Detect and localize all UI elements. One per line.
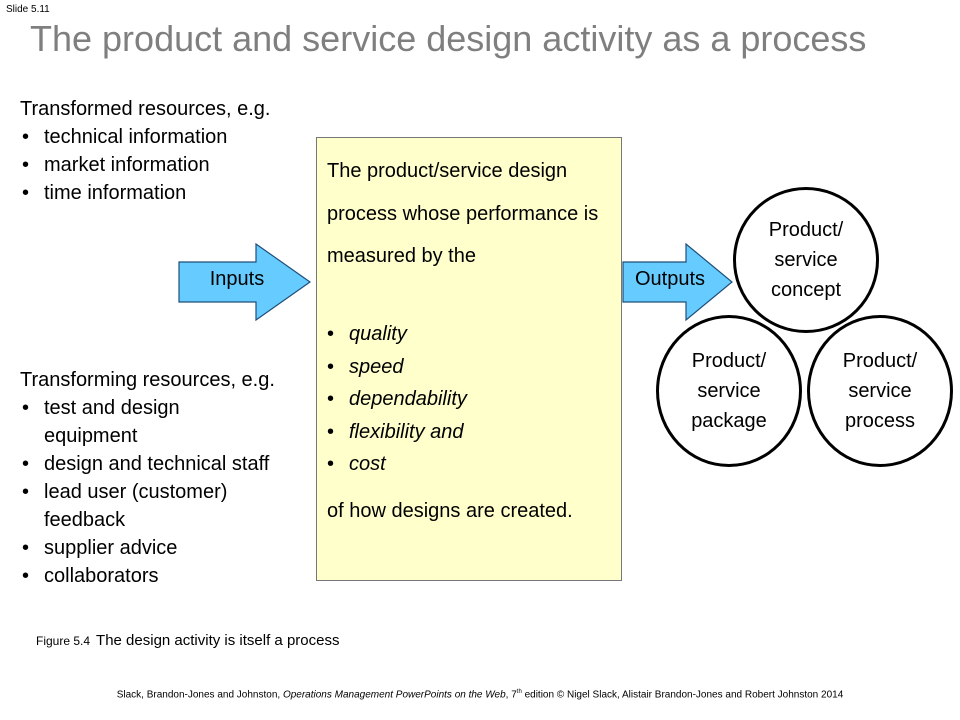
- inputs-label: Inputs: [209, 268, 265, 290]
- footer-book-title: Operations Management PowerPoints on the…: [282, 689, 506, 701]
- measure-item: dependability: [327, 383, 617, 416]
- footer-copyright: edition © Nigel Slack, Alistair Brandon-…: [521, 689, 844, 701]
- measure-item: quality: [327, 318, 617, 351]
- transforming-resources-heading: Transforming resources, e.g.: [20, 369, 275, 391]
- footer-authors: Slack, Brandon-Jones and Johnston,: [116, 689, 283, 701]
- transformed-resources-heading: Transformed resources, e.g.: [20, 98, 271, 120]
- measure-item: flexibility and: [327, 416, 617, 449]
- figure-caption-text: The design activity is itself a process: [96, 632, 340, 649]
- list-item: time information: [20, 179, 320, 207]
- measure-item: speed: [327, 351, 617, 384]
- list-item: test and design equipment: [20, 394, 224, 450]
- slide-number: Slide 5.11: [6, 4, 50, 15]
- outputs-arrow: [622, 243, 733, 321]
- footer-citation: Slack, Brandon-Jones and Johnston, Opera…: [0, 689, 960, 700]
- transformed-resources-list: technical information market information…: [20, 123, 320, 207]
- list-item: lead user (customer) feedback: [20, 478, 284, 534]
- performance-measures-list: quality speed dependability flexibility …: [327, 318, 617, 481]
- output-product-service-process: Product/ service process: [807, 315, 953, 467]
- inputs-arrow: [178, 243, 312, 321]
- transforming-resources-list: test and design equipment design and tec…: [20, 394, 320, 590]
- figure-number: Figure 5.4: [36, 634, 91, 648]
- list-item: collaborators: [20, 562, 320, 590]
- output-product-service-concept: Product/ service concept: [733, 187, 879, 333]
- list-item: market information: [20, 151, 320, 179]
- transformed-resources-block: Transformed resources, e.g. technical in…: [20, 95, 320, 207]
- process-conclusion: of how designs are created.: [327, 500, 573, 522]
- output-product-service-package: Product/ service package: [656, 315, 802, 467]
- figure-caption: Figure 5.4 The design activity is itself …: [36, 632, 339, 649]
- outputs-label: Outputs: [634, 268, 706, 290]
- list-item: supplier advice: [20, 534, 320, 562]
- list-item: design and technical staff: [20, 450, 320, 478]
- footer-edition-number: , 7: [505, 689, 517, 701]
- transforming-resources-block: Transforming resources, e.g. test and de…: [20, 366, 320, 590]
- list-item: technical information: [20, 123, 320, 151]
- slide-title: The product and service design activity …: [30, 18, 867, 59]
- output-label: Product/ service package: [691, 350, 767, 432]
- footer-edition-suffix: th: [516, 689, 522, 695]
- process-description: The product/service design process whose…: [327, 160, 599, 267]
- measure-item: cost: [327, 448, 617, 481]
- output-label: Product/ service concept: [768, 219, 844, 301]
- output-label: Product/ service process: [842, 350, 918, 432]
